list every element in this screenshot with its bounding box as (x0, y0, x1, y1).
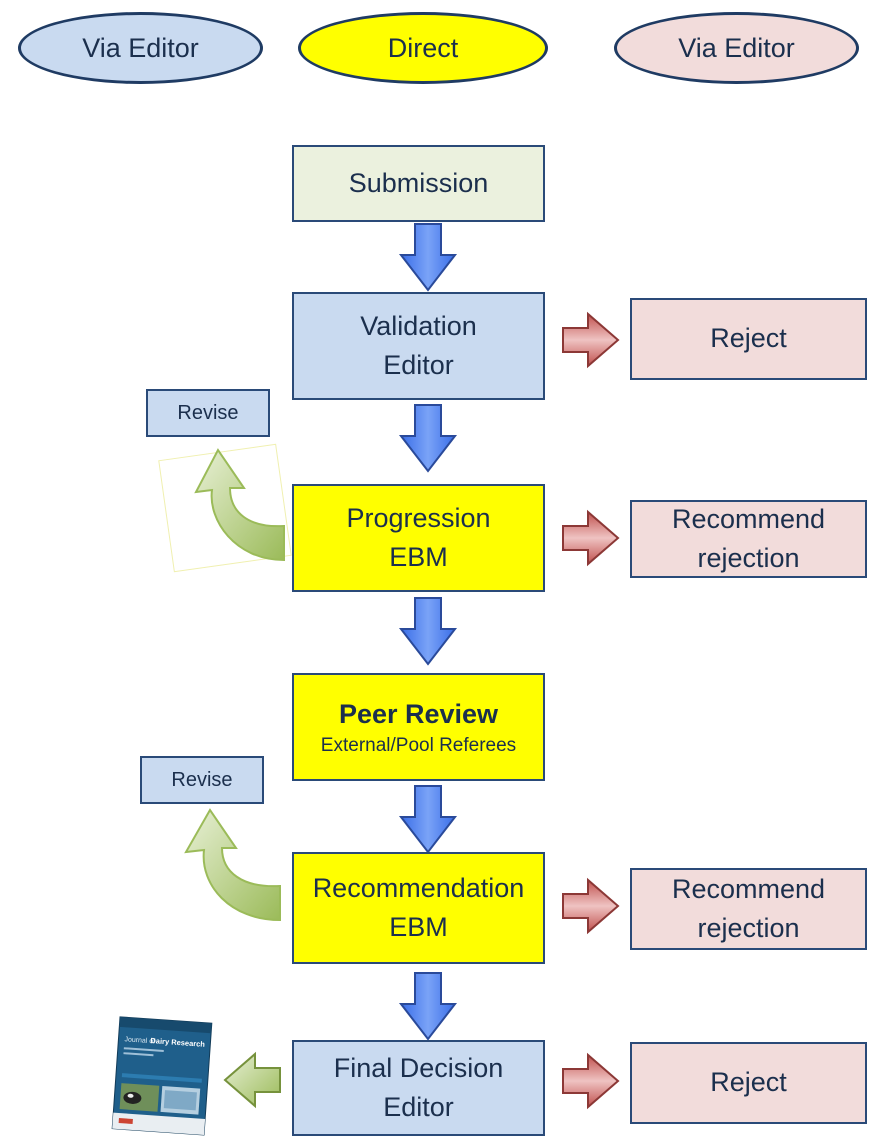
revise-curved-arrow-2 (184, 808, 281, 922)
down-arrow-1 (398, 223, 458, 292)
outcome-label: Reject (710, 1067, 787, 1098)
outcome-recommend-rejection-2: Recommend rejection (630, 868, 867, 950)
step-label-line1: Peer Review (338, 699, 499, 730)
step-recommendation-ebm: Recommendation EBM (292, 852, 545, 964)
revise-label: Revise (177, 402, 239, 424)
step-label-line1: Validation (360, 310, 477, 341)
header-oval-label: Via Editor (82, 32, 199, 63)
right-arrow-4 (562, 1052, 620, 1110)
outcome-label-line2: rejection (697, 543, 800, 573)
step-final-decision-editor: Final Decision Editor (292, 1040, 545, 1136)
step-label-line1: Recommendation (312, 872, 525, 903)
header-oval-label: Via Editor (678, 32, 795, 63)
journal-cover-image: Journal of Dairy Research (111, 1016, 213, 1136)
step-label-line2: Editor (383, 1092, 454, 1122)
step-label-line2: External/Pool Referees (320, 735, 517, 757)
revise-label: Revise (171, 769, 233, 791)
header-oval-via-editor-right: Via Editor (614, 12, 859, 84)
revise-box-2: Revise (140, 756, 264, 804)
revise-box-1: Revise (146, 389, 270, 437)
step-label-line1: Final Decision (333, 1052, 504, 1083)
header-oval-via-editor-left: Via Editor (18, 12, 263, 84)
right-arrow-1 (562, 311, 620, 369)
outcome-reject-1: Reject (630, 298, 867, 380)
outcome-recommend-rejection-1: Recommend rejection (630, 500, 867, 578)
step-label: Submission (348, 167, 489, 198)
journal-title-main: Dairy Research (150, 1036, 206, 1049)
step-submission: Submission (292, 145, 545, 222)
step-peer-review: Peer Review External/Pool Referees (292, 673, 545, 781)
down-arrow-4 (398, 785, 458, 854)
outcome-reject-2: Reject (630, 1042, 867, 1124)
down-arrow-5 (398, 972, 458, 1041)
left-arrow-to-journal (223, 1051, 281, 1109)
step-label-line2: EBM (389, 912, 448, 942)
step-label-line1: Progression (346, 502, 491, 533)
header-oval-label: Direct (387, 32, 459, 63)
outcome-label: Reject (710, 323, 787, 354)
right-arrow-2 (562, 509, 620, 567)
outcome-label-line1: Recommend (671, 503, 826, 534)
header-oval-direct: Direct (298, 12, 548, 84)
down-arrow-2 (398, 404, 458, 473)
step-label-line2: EBM (389, 542, 448, 572)
step-validation-editor: Validation Editor (292, 292, 545, 400)
journal-title-prefix: Journal of (124, 1036, 155, 1045)
outcome-label-line2: rejection (697, 913, 800, 943)
down-arrow-3 (398, 597, 458, 666)
outcome-label-line1: Recommend (671, 873, 826, 904)
revise-curved-arrow-1 (158, 443, 292, 573)
step-progression-ebm: Progression EBM (292, 484, 545, 592)
right-arrow-3 (562, 877, 620, 935)
step-label-line2: Editor (383, 350, 454, 380)
